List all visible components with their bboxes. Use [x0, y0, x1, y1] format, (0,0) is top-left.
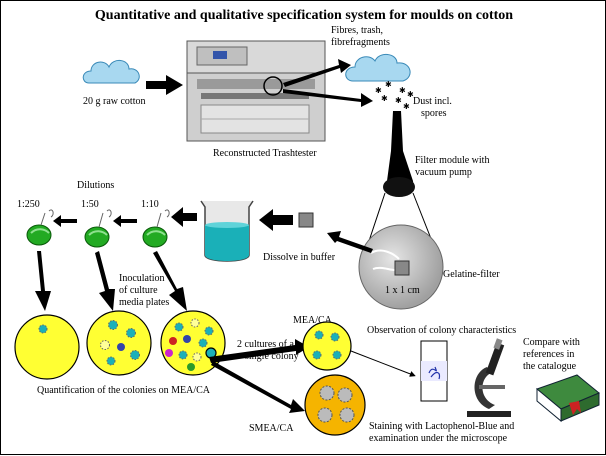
trashtester-machine-icon: [186, 40, 326, 142]
smea-label: SMEA/CA: [249, 423, 294, 434]
observation-label: Observation of colony characteristics: [367, 325, 516, 336]
gelatine-filter-icon: [358, 224, 444, 310]
fibres-cloud-icon: [345, 54, 411, 82]
arrow-piece-to-beaker-icon: [259, 209, 293, 231]
dilution-tube-250-icon: [26, 209, 54, 246]
compare-label-line1: Compare with: [523, 337, 580, 348]
gelatine-filter-label: Gelatine-filter: [443, 269, 500, 280]
dissolve-label: Dissolve in buffer: [263, 252, 336, 263]
microscope-icon: [467, 338, 511, 417]
smea-plate-icon: [304, 374, 366, 436]
arrow-cotton-to-tester-icon: [146, 75, 183, 95]
dilution-tube-10-icon: [142, 209, 170, 248]
filter-label-line2: vacuum pump: [415, 167, 472, 178]
trashtester-outlet-circle: [263, 76, 283, 96]
filter-label-line1: Filter module with: [415, 155, 489, 166]
dust-label-line2: spores: [421, 108, 447, 119]
raw-cotton-cloud-icon: [82, 60, 140, 84]
svg-text:✱: ✱: [395, 96, 402, 105]
plate-250-icon: [14, 314, 80, 380]
arrow-mea-to-slide-icon: [350, 350, 416, 377]
svg-text:✱: ✱: [385, 80, 392, 89]
quantification-label: Quantification of the colonies on MEA/CA: [37, 385, 211, 396]
dilution-250-label: 1:250: [17, 199, 40, 210]
mea-plate-icon: [302, 321, 352, 371]
arrow-plate-to-smea-icon: [211, 361, 305, 413]
arrow-fibres-icon: [283, 59, 351, 87]
dilution-50-label: 1:50: [81, 199, 99, 210]
beaker-icon: [200, 200, 254, 262]
cultures-label-line1: 2 cultures of a: [237, 339, 294, 350]
svg-text:✱: ✱: [375, 86, 382, 95]
plate-10-icon: [160, 310, 226, 376]
svg-text:✱: ✱: [407, 90, 414, 99]
svg-text:✱: ✱: [403, 102, 410, 111]
microscope-slide-icon: [420, 340, 448, 402]
staining-label-line1: Staining with Lactophenol-Blue and: [369, 421, 514, 432]
raw-cotton-label: 20 g raw cotton: [83, 96, 146, 107]
arrow-beaker-to-dilution-icon: [171, 207, 197, 227]
inoculation-label-line1: Inoculation: [119, 273, 165, 284]
arrow-10-to-50-icon: [113, 215, 137, 227]
compare-label-line2: references in: [523, 349, 574, 360]
plate-50-icon: [86, 310, 152, 376]
filter-piece-square-icon: [298, 212, 314, 228]
arrow-filter-to-piece-icon: [327, 231, 373, 253]
arrow-10-to-plate-icon: [153, 251, 187, 311]
dilution-tube-50-icon: [84, 209, 112, 248]
trashtester-label: Reconstructed Trashtester: [213, 148, 317, 159]
arrow-plate-to-mea-icon: [209, 339, 309, 363]
diagram-title: Quantitative and qualitative specificati…: [95, 8, 513, 23]
arrow-50-to-250-icon: [53, 215, 77, 227]
fibres-label-line2: fibrefragments: [331, 37, 390, 48]
catalogue-book-icon: [536, 374, 600, 423]
arrow-250-to-plate-icon: [35, 251, 51, 311]
filter-module-funnel-icon: [383, 111, 415, 197]
dust-label-line1: Dust incl.: [413, 96, 452, 107]
cultures-label-line2: single colony: [245, 351, 299, 362]
arrow-50-to-plate-icon: [95, 251, 115, 311]
staining-label-line2: examination under the microscope: [369, 433, 508, 444]
filter-size-label: 1 x 1 cm: [385, 285, 420, 296]
svg-text:✱: ✱: [381, 94, 388, 103]
fibres-label-line1: Fibres, trash,: [331, 25, 383, 36]
compare-label-line3: the catalogue: [523, 361, 577, 372]
dilution-10-label: 1:10: [141, 199, 159, 210]
svg-text:✱: ✱: [399, 86, 406, 95]
mea-label: MEA/CA: [293, 315, 333, 326]
dilutions-label: Dilutions: [77, 180, 114, 191]
spores-dots-icon: ✱ ✱ ✱ ✱ ✱ ✱ ✱: [375, 80, 414, 111]
inoculation-label-line3: media plates: [119, 297, 169, 308]
arrow-dust-icon: [283, 89, 373, 107]
inoculation-label-line2: of culture: [119, 285, 158, 296]
